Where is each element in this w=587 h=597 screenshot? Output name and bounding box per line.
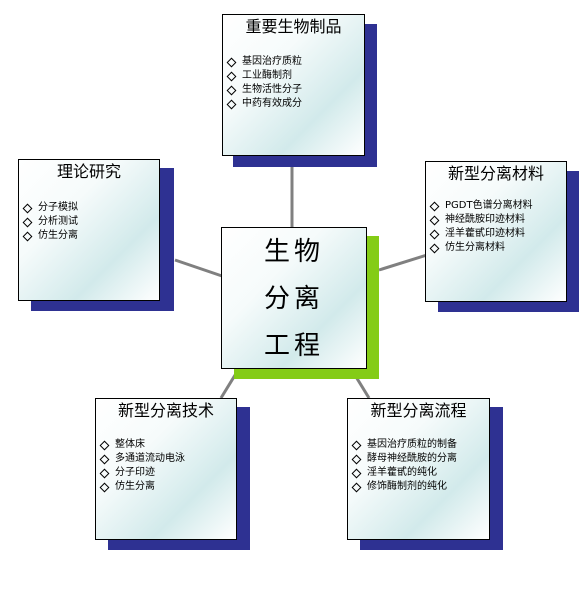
diamond-bullet-icon [429,215,440,225]
diamond-bullet-icon [226,99,237,109]
list-item: 酵母神经酰胺的分离 [351,452,457,466]
diamond-bullet-icon [429,243,440,253]
list-item: 整体床 [99,438,185,452]
center-title-line-2: 分离 [263,284,324,314]
list-item: 修饰酶制剂的纯化 [351,480,457,494]
center-node: 生物 分离 工程 [221,227,367,369]
diamond-bullet-icon [99,482,110,492]
list-item: 中药有效成分 [226,97,302,111]
node-left-list: 分子模拟 分析测试 仿生分离 [22,201,78,243]
list-item: 仿生分离 [99,480,185,494]
diamond-bullet-icon [22,203,33,213]
diamond-bullet-icon [99,440,110,450]
diamond-bullet-icon [351,468,362,478]
list-item: 分析测试 [22,215,78,229]
diamond-bullet-icon [99,454,110,464]
node-right-title: 新型分离材料 [447,164,544,183]
diamond-bullet-icon [22,231,33,241]
connector-right [378,253,428,272]
diamond-bullet-icon [99,468,110,478]
diamond-bullet-icon [226,57,237,67]
connector-left [174,258,223,278]
node-left-title: 理论研究 [56,162,121,181]
diamond-bullet-icon [226,85,237,95]
node-right: 新型分离材料 PGDT色谱分离材料 神经酰胺印迹材料 淫羊藿甙印迹材料 仿生分离… [425,161,567,302]
node-bottom-right-title: 新型分离流程 [370,401,467,420]
diamond-bullet-icon [22,217,33,227]
list-item: 仿生分离材料 [429,241,533,255]
node-left: 理论研究 分子模拟 分析测试 仿生分离 [18,159,160,301]
list-item: 生物活性分子 [226,83,302,97]
node-right-list: PGDT色谱分离材料 神经酰胺印迹材料 淫羊藿甙印迹材料 仿生分离材料 [429,199,533,255]
list-item: 基因治疗质粒的制备 [351,438,457,452]
node-bottom-right: 新型分离流程 基因治疗质粒的制备 酵母神经酰胺的分离 淫羊藿甙的纯化 修饰酶制剂… [347,398,490,540]
node-bottom-left-title: 新型分离技术 [117,401,214,420]
list-item: 分子印迹 [99,466,185,480]
list-item: 基因治疗质粒 [226,55,302,69]
node-top: 重要生物制品 基因治疗质粒 工业酶制剂 生物活性分子 中药有效成分 [222,14,365,156]
diamond-bullet-icon [351,454,362,464]
diamond-bullet-icon [351,440,362,450]
center-title-line-1: 生物 [263,237,324,267]
list-item: 分子模拟 [22,201,78,215]
list-item: 淫羊藿甙的纯化 [351,466,457,480]
list-item: 多通道流动电泳 [99,452,185,466]
list-item: 工业酶制剂 [226,69,302,83]
node-top-list: 基因治疗质粒 工业酶制剂 生物活性分子 中药有效成分 [226,55,302,111]
node-bottom-left-list: 整体床 多通道流动电泳 分子印迹 仿生分离 [99,438,185,494]
list-item: 淫羊藿甙印迹材料 [429,227,533,241]
list-item: 神经酰胺印迹材料 [429,213,533,227]
diamond-bullet-icon [429,201,440,211]
node-top-title: 重要生物制品 [245,17,342,36]
diamond-bullet-icon [429,229,440,239]
list-item: PGDT色谱分离材料 [429,199,533,213]
node-bottom-right-list: 基因治疗质粒的制备 酵母神经酰胺的分离 淫羊藿甙的纯化 修饰酶制剂的纯化 [351,438,457,494]
diamond-bullet-icon [226,71,237,81]
list-item: 仿生分离 [22,229,78,243]
diamond-bullet-icon [351,482,362,492]
center-title-line-3: 工程 [263,331,324,361]
node-bottom-left: 新型分离技术 整体床 多通道流动电泳 分子印迹 仿生分离 [95,398,237,540]
